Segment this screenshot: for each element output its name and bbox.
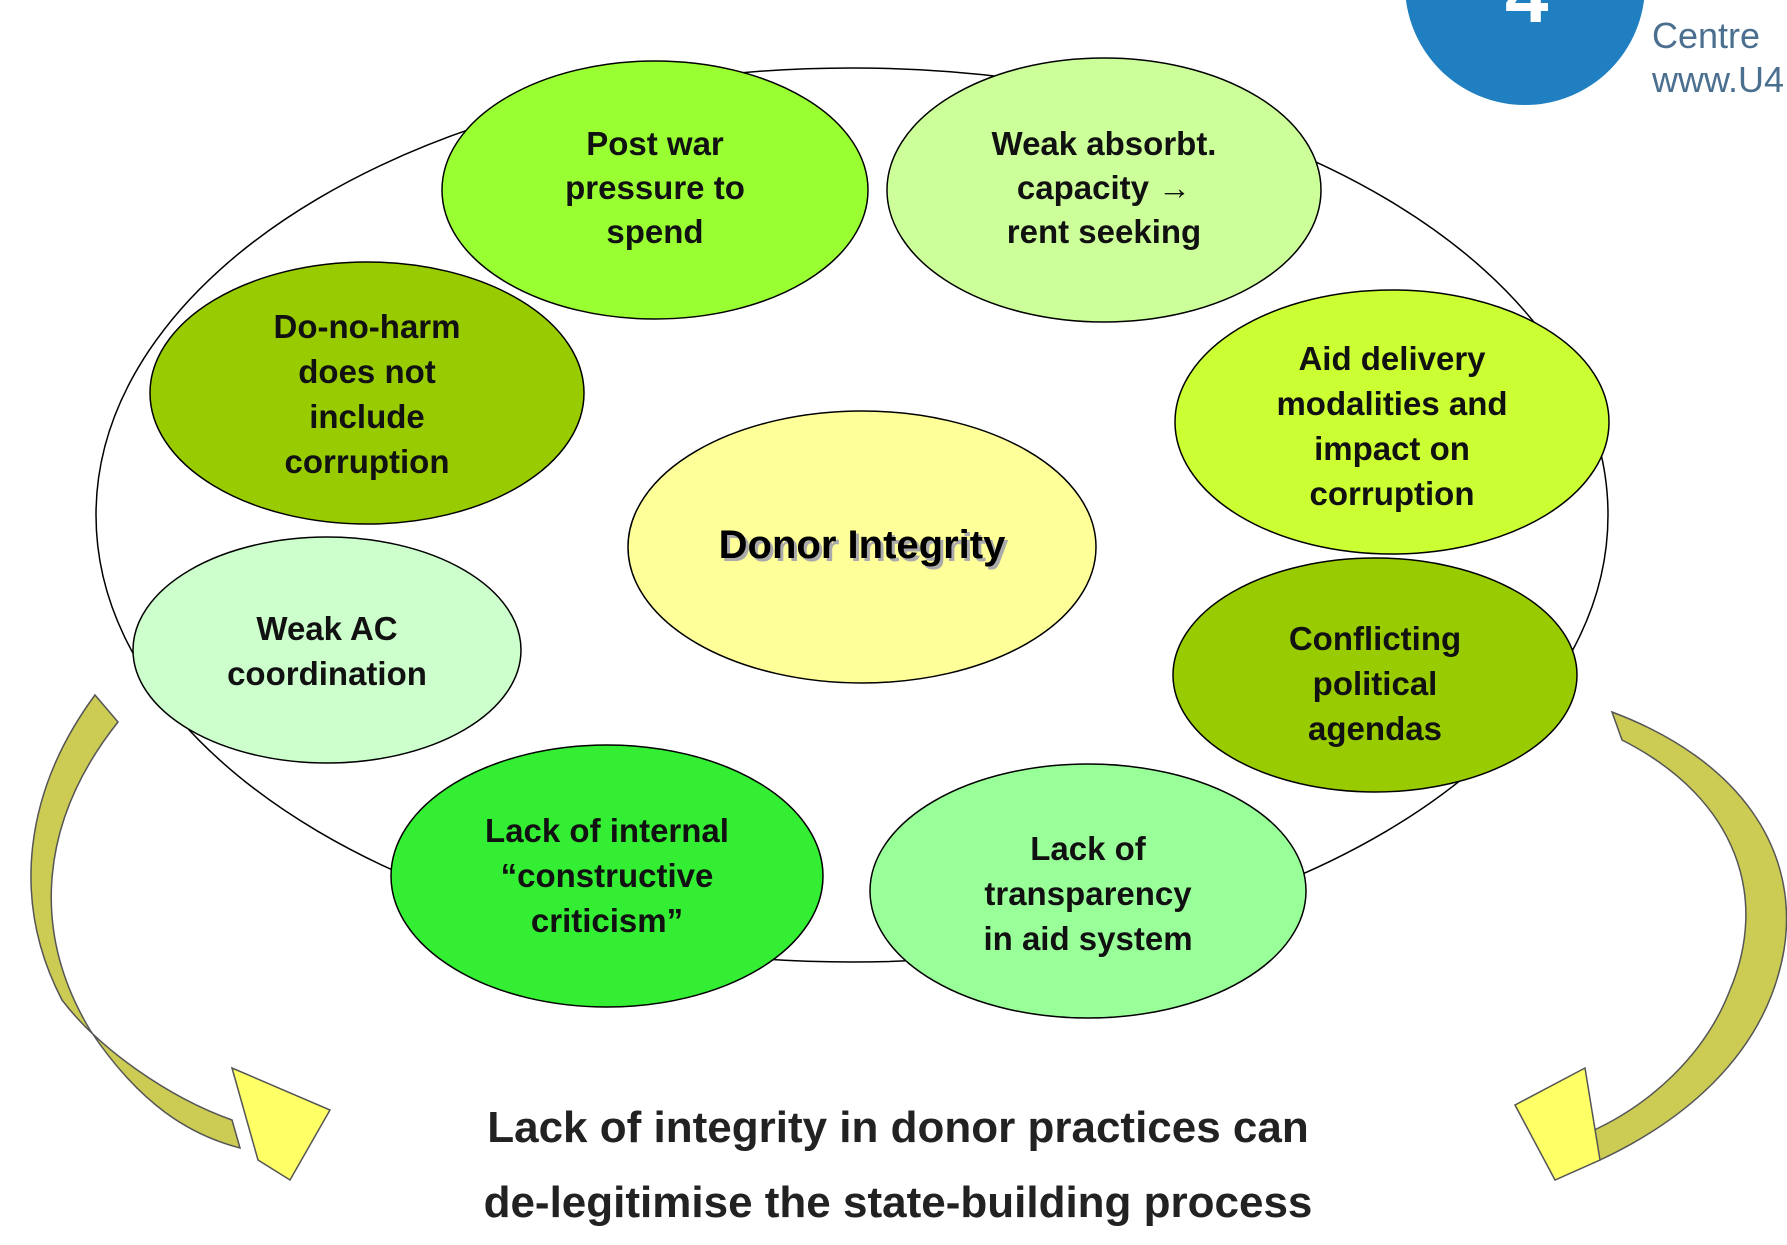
node-post-war: Post war pressure to spend [441,60,869,320]
node-line: Aid delivery [1298,340,1486,377]
node-conflicting: Conflicting political agendas [1172,557,1578,793]
node-line: “constructive [501,857,714,894]
node-ellipse [1174,289,1610,555]
node-aid-delivery: Aid delivery modalities and impact on co… [1174,289,1610,555]
node-ellipse [441,60,869,320]
conclusion-line-2: de-legitimise the state-building process [484,1178,1313,1227]
node-do-no-harm: Do-no-harm does not include corruption [149,261,585,525]
node-weak-absorb: Weak absorbt. capacity → rent seeking [886,57,1322,323]
node-line: modalities and [1276,385,1507,422]
logo-circle [1405,0,1645,105]
logo-centre-text: Centre [1652,15,1760,56]
node-lack-transparency: Lack of transparency in aid system [869,763,1307,1019]
node-line: Conflicting [1289,620,1461,657]
node-ellipse [869,763,1307,1019]
node-ellipse [390,744,824,1008]
node-line: Lack of internal [485,812,729,849]
node-line: criticism” [531,902,683,939]
node-line: political [1313,665,1438,702]
node-ellipse [149,261,585,525]
center-ellipse [627,410,1097,684]
node-line: Weak AC [256,610,397,647]
node-line: spend [606,213,703,250]
node-line: Lack of [1030,830,1147,867]
node-line: corruption [1310,475,1475,512]
node-weak-ac: Weak AC coordination [132,536,522,764]
node-line: Weak absorbt. [992,125,1217,162]
left-arrow-head [230,1066,332,1182]
left-curved-arrow [30,693,332,1182]
node-ellipse [1172,557,1578,793]
logo-digit: 4 [1505,0,1548,39]
node-ellipse [132,536,522,764]
node-ellipse [886,57,1322,323]
left-arrow-shaft [30,693,242,1150]
node-line: transparency [984,875,1192,912]
node-line: Post war [586,125,724,162]
right-arrow-head [1513,1066,1601,1181]
logo-url-text: www.U4.no [1651,59,1787,100]
center-node: Donor Integrity Donor Integrity [627,410,1097,684]
node-line: in aid system [983,920,1192,957]
node-line: include [309,398,425,435]
node-line: does not [298,353,436,390]
node-line: rent seeking [1007,213,1201,250]
node-line: coordination [227,655,427,692]
right-arrow-shaft [1589,710,1787,1162]
node-line: agendas [1308,710,1442,747]
node-line: capacity → [1017,169,1191,206]
node-line: Do-no-harm [274,308,461,345]
node-lack-internal: Lack of internal “constructive criticism… [390,744,824,1008]
right-curved-arrow [1513,710,1787,1181]
center-label: Donor Integrity [719,523,1006,567]
conclusion-text: Lack of integrity in donor practices can… [484,1103,1313,1227]
node-line: impact on [1314,430,1470,467]
node-line: corruption [285,443,450,480]
u4-logo: 4 Centre www.U4.no [1405,0,1787,105]
node-line: pressure to [565,169,745,206]
center-label-shadow: Donor Integrity [722,526,1009,570]
conclusion-line-1: Lack of integrity in donor practices can [487,1103,1309,1152]
outer-ellipse [95,67,1609,963]
